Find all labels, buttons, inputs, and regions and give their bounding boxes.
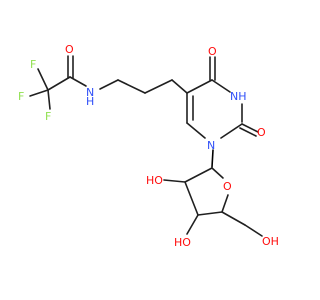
atom-nh-ring: NH bbox=[230, 90, 247, 103]
bond-c2-o-1 bbox=[241, 123, 259, 133]
atom-oh-c3p: HO bbox=[174, 236, 191, 249]
atom-f-top: F bbox=[30, 58, 36, 71]
bond-c4p-c3p bbox=[197, 211, 223, 216]
bond-c3p-c2p bbox=[184, 181, 199, 216]
bond-c1p-o4p bbox=[211, 167, 224, 179]
bond-carbonyl-n bbox=[69, 76, 87, 87]
bond-n1-c1prime bbox=[211, 149, 214, 168]
bond-c4p-c5p bbox=[221, 211, 246, 226]
atom-o-c4: O bbox=[208, 45, 217, 58]
atom-o-amide: O bbox=[65, 43, 74, 56]
bond-cf3-fbottom bbox=[47, 89, 51, 110]
atom-f-left: F bbox=[18, 90, 24, 103]
atom-n1: N bbox=[207, 139, 215, 152]
bond-c3p-oh bbox=[186, 214, 199, 235]
bond-c2p-oh bbox=[163, 179, 186, 183]
bond-n-ch2a bbox=[99, 79, 119, 90]
atom-o-ring: O bbox=[223, 180, 232, 193]
bond-ch2a-ch2b bbox=[117, 79, 146, 94]
bond-c5-c4 bbox=[186, 79, 213, 94]
bond-cf3-ftop bbox=[37, 68, 49, 91]
bond-ch2b-ch2c bbox=[144, 79, 173, 94]
bond-c2p-c1p bbox=[184, 167, 213, 183]
bond-o4p-c4p bbox=[221, 194, 229, 213]
atom-o-c2: O bbox=[257, 126, 266, 139]
bond-cf3-fleft bbox=[29, 89, 49, 97]
bond-c2-n1 bbox=[220, 123, 243, 139]
bond-ch2c-c5 bbox=[171, 79, 188, 94]
atom-oh-c5p: OH bbox=[262, 235, 279, 248]
bond-n1-c6 bbox=[186, 122, 206, 139]
atom-f-bottom: F bbox=[45, 110, 51, 123]
atom-oh-c2p: HO bbox=[146, 174, 163, 187]
bond-cf3-carbonyl bbox=[47, 76, 71, 91]
bond-c2-o-2 bbox=[239, 127, 257, 137]
atom-n-amide: N bbox=[86, 86, 94, 99]
molecule-structure: O F F F N H O NH O N O HO HO OH bbox=[18, 43, 279, 249]
atom-h-amide: H bbox=[86, 95, 94, 108]
bond-c5p-oh bbox=[244, 224, 263, 237]
bond-c4-n3 bbox=[211, 79, 231, 93]
